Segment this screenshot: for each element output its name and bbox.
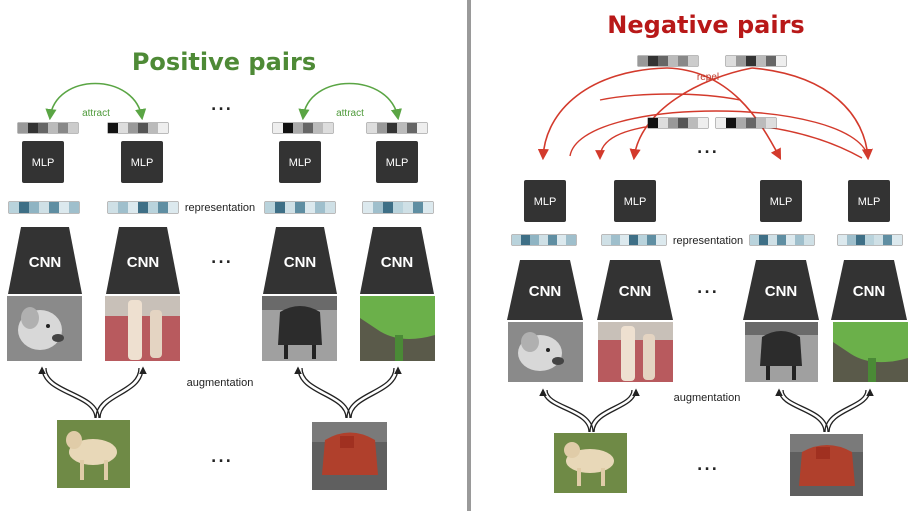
attract-label-left: attract [82, 108, 110, 119]
representation-vector [362, 201, 434, 214]
mlp-block: MLP [760, 180, 802, 222]
svg-text:CNN: CNN [127, 254, 160, 271]
cnn-block: CNN [106, 227, 180, 294]
chair-grayscale-image [262, 296, 337, 361]
attract-arrow-left [45, 82, 147, 121]
augmentation-label-left: augmentation [187, 377, 254, 389]
representation-vector [107, 201, 179, 214]
ellipsis-bottom-left: ... [211, 450, 233, 466]
cnn-block: CNN [597, 260, 673, 320]
mlp-block: MLP [121, 141, 163, 183]
representation-vector [749, 234, 815, 246]
svg-text:CNN: CNN [29, 254, 62, 271]
cnn-block: CNN [263, 227, 337, 294]
chair-grayscale-image [745, 322, 818, 382]
svg-text:CNN: CNN [381, 254, 414, 271]
chair-original-image [790, 434, 863, 496]
mlp-block: MLP [22, 141, 64, 183]
ellipsis-top-left: ... [211, 98, 233, 114]
chair-original-image [312, 422, 387, 490]
augmentation-arrows-left-2 [294, 366, 402, 419]
svg-text:MLP: MLP [32, 157, 55, 169]
augmentation-arrows-left-1 [38, 366, 147, 419]
cnn-block: CNN [360, 227, 434, 294]
representation-vector [601, 234, 667, 246]
cnn-block: CNN [8, 227, 82, 294]
representation-vector [511, 234, 577, 246]
representation-vector [264, 201, 336, 214]
panel-divider [467, 0, 471, 511]
mlp-block: MLP [848, 180, 890, 222]
ellipsis-bottom-right: ... [697, 458, 719, 474]
ellipsis-mid-left: ... [211, 251, 233, 267]
embedding-vector [647, 117, 709, 129]
svg-text:MLP: MLP [131, 157, 154, 169]
dog-original-image [57, 420, 130, 488]
representation-vector [8, 201, 80, 214]
svg-text:CNN: CNN [853, 283, 886, 300]
augmentation-label-right: augmentation [674, 392, 741, 404]
dog-grayscale-image [7, 296, 82, 361]
chair-green-crop-image [833, 322, 908, 382]
attract-arrow-right [298, 82, 402, 121]
svg-text:MLP: MLP [534, 196, 557, 208]
dog-original-image [554, 433, 627, 493]
mlp-block: MLP [524, 180, 566, 222]
svg-text:MLP: MLP [858, 196, 881, 208]
augmentation-arrows-right-2 [775, 388, 874, 433]
representation-vector [837, 234, 903, 246]
repel-arrow [537, 67, 668, 161]
negative-pairs-title: Negative pairs [607, 11, 804, 39]
embedding-vector [17, 122, 79, 134]
svg-text:MLP: MLP [289, 157, 312, 169]
embedding-vector [715, 117, 777, 129]
repel-arrow [569, 110, 869, 157]
augmentation-arrows-right-1 [539, 388, 640, 433]
cnn-block: CNN [507, 260, 583, 320]
svg-text:CNN: CNN [284, 254, 317, 271]
repel-arrow [629, 67, 753, 161]
repel-arrow [739, 123, 863, 159]
dog-grayscale-image [508, 322, 583, 382]
representation-label-right: representation [673, 235, 743, 247]
embedding-vector [637, 55, 699, 67]
cnn-block: CNN [743, 260, 819, 320]
embedding-vector [107, 122, 169, 134]
repel-arrow [599, 93, 741, 101]
repel-label: repel [697, 72, 719, 83]
attract-label-right: attract [336, 108, 364, 119]
mlp-block: MLP [376, 141, 418, 183]
dog-red-tint-image [105, 296, 180, 361]
chair-green-crop-image [360, 296, 435, 361]
ellipsis-mid-right: ... [697, 281, 719, 297]
embedding-vector [725, 55, 787, 67]
mlp-block: MLP [279, 141, 321, 183]
positive-pairs-title: Positive pairs [132, 48, 316, 76]
dog-red-tint-image [598, 322, 673, 382]
svg-text:MLP: MLP [624, 196, 647, 208]
representation-label-left: representation [185, 202, 255, 214]
embedding-vector [272, 122, 334, 134]
svg-text:MLP: MLP [770, 196, 793, 208]
repel-arrow [751, 67, 873, 161]
cnn-block: CNN [831, 260, 907, 320]
mlp-block: MLP [614, 180, 656, 222]
svg-text:CNN: CNN [619, 283, 652, 300]
svg-text:CNN: CNN [529, 283, 562, 300]
ellipsis-top-right: ... [697, 141, 719, 157]
svg-text:MLP: MLP [386, 157, 409, 169]
embedding-vector [366, 122, 428, 134]
svg-text:CNN: CNN [765, 283, 798, 300]
